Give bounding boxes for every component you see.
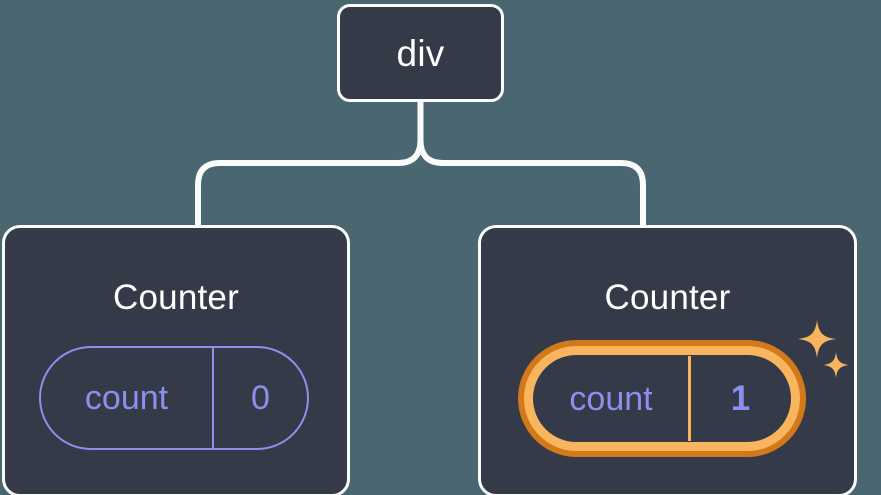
highlight-ring-outer: [518, 340, 806, 457]
node-root-label: div: [396, 33, 445, 74]
state-pill-left-key: count: [84, 379, 169, 417]
state-pill-left-key-cell: count: [41, 348, 214, 448]
sparkle-large-icon: [798, 320, 836, 358]
state-pill-left-value: 0: [251, 379, 270, 417]
state-pill-left-value-cell: 0: [214, 348, 307, 448]
node-counter-right-label: Counter: [604, 278, 731, 317]
state-pill-right[interactable]: count 1: [534, 356, 790, 441]
state-pill-right-key: count: [569, 379, 653, 418]
state-pill-left[interactable]: count 0: [39, 346, 309, 450]
state-pill-right-value-cell: 1: [691, 356, 790, 441]
node-root-div[interactable]: div: [337, 4, 504, 102]
sparkle-small-icon: [823, 352, 849, 378]
state-pill-right-key-cell: count: [534, 356, 691, 441]
state-pill-right-value: 1: [730, 378, 751, 418]
node-counter-left-label: Counter: [113, 278, 239, 317]
state-pill-right-highlight[interactable]: count 1: [518, 340, 806, 457]
highlight-ring-inner: [524, 346, 800, 451]
connector-path: [195, 99, 646, 228]
